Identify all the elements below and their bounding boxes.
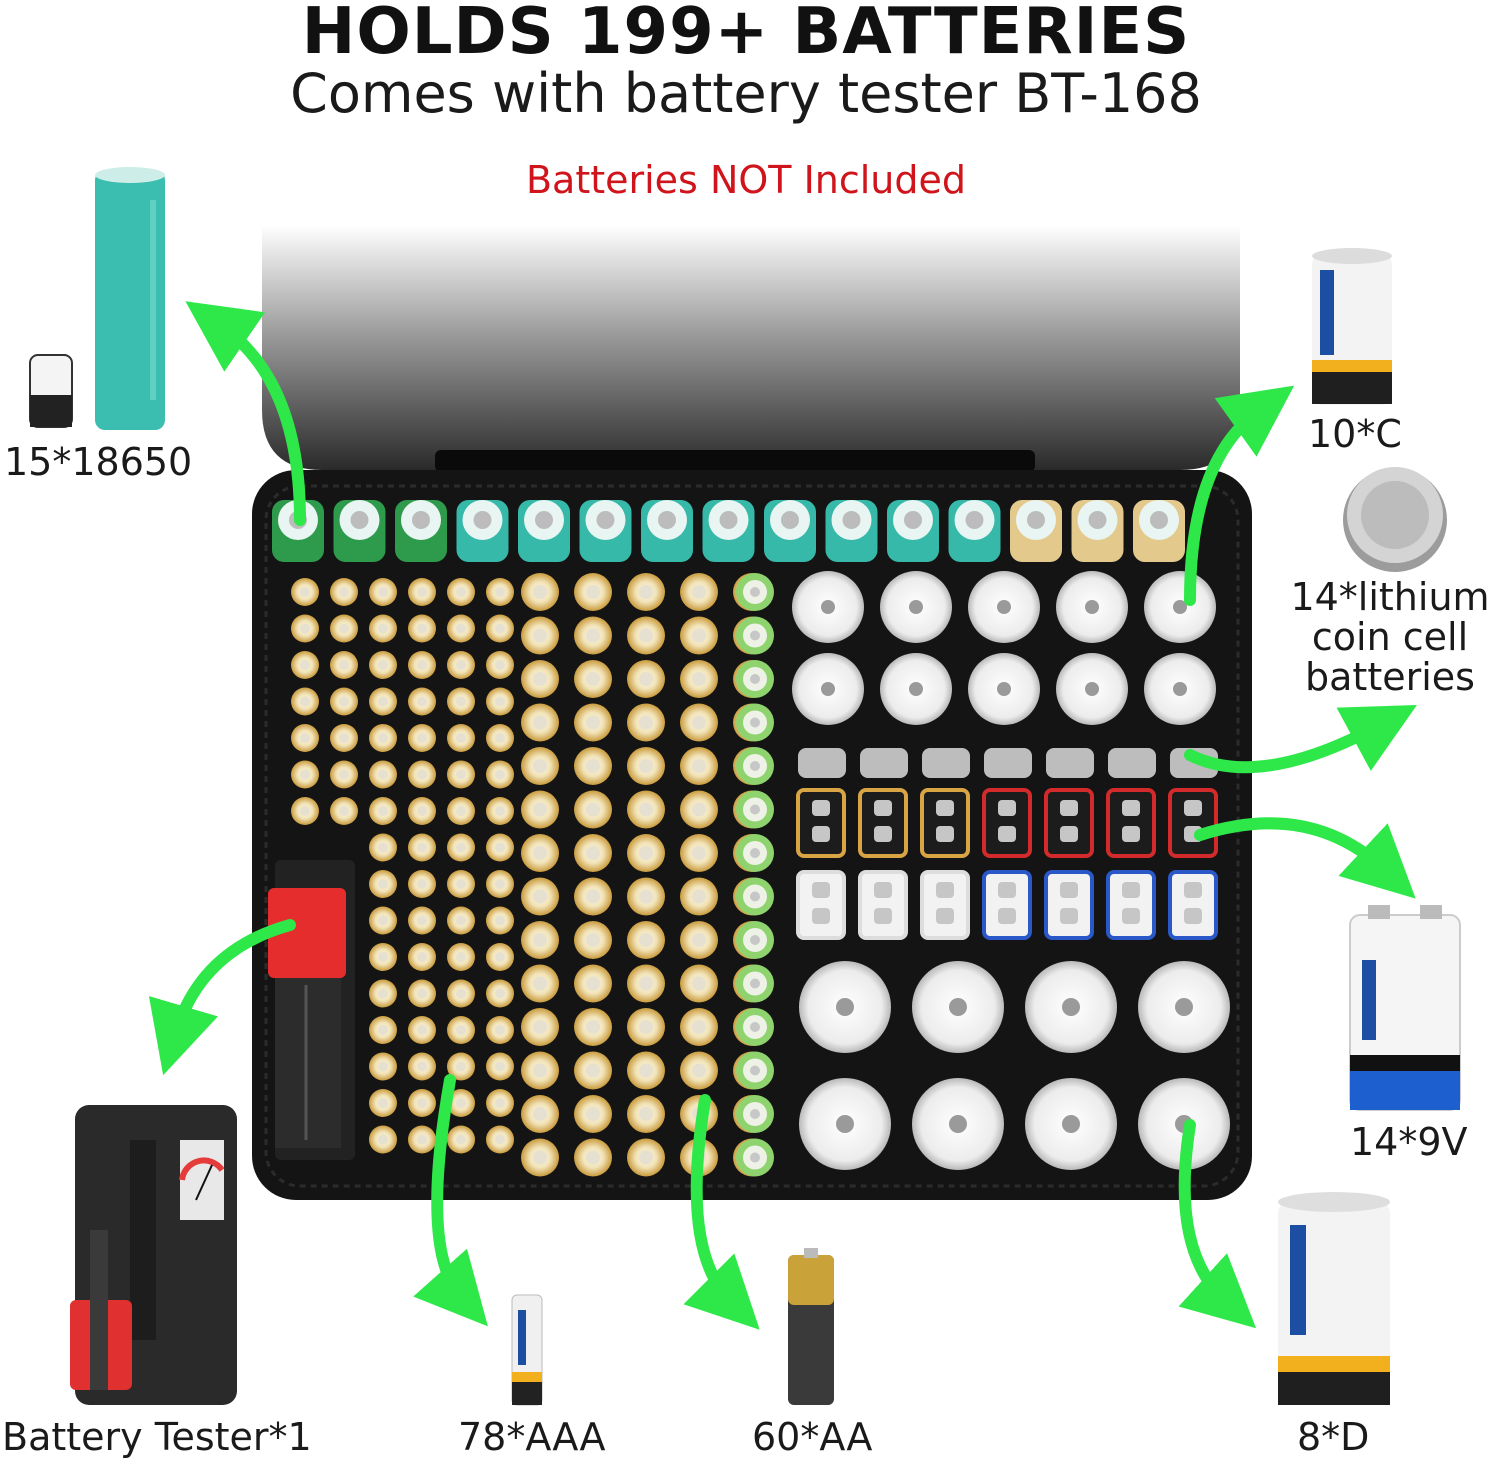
arrow-tester — [148, 919, 296, 1076]
cell-9v — [1106, 870, 1156, 940]
cell-9v — [920, 870, 970, 940]
product-d-cell-image — [1278, 1192, 1390, 1405]
label-d: 8*D — [1297, 1415, 1370, 1459]
cells-aaa-aa-grid — [291, 573, 774, 1177]
cell-9v — [1044, 870, 1094, 940]
case-zipper — [435, 450, 1035, 472]
label-coin-line1: 14*lithium — [1290, 575, 1490, 619]
cell-9v — [1106, 788, 1156, 858]
label-9v: 14*9V — [1350, 1120, 1468, 1164]
label-aa: 60*AA — [752, 1415, 873, 1459]
cell-9v — [920, 788, 970, 858]
arrow-aaa — [413, 1074, 488, 1327]
cell-9v — [1168, 788, 1218, 858]
arrow-9v — [1194, 817, 1416, 899]
cell-9v — [796, 788, 846, 858]
cell-9v — [858, 788, 908, 858]
cells-d-grid — [799, 961, 1230, 1170]
product-coin-cell-image — [1343, 467, 1447, 572]
cells-9v-grid — [796, 788, 1218, 940]
arrows — [148, 301, 1417, 1330]
product-c-cell-image — [1312, 248, 1392, 405]
cell-9v — [982, 870, 1032, 940]
product-tester-image — [70, 1105, 237, 1405]
arrow-d — [1178, 1119, 1257, 1329]
cell-9v — [858, 870, 908, 940]
arrow-c — [1184, 385, 1295, 606]
cell-9v — [796, 870, 846, 940]
cell-9v — [982, 788, 1032, 858]
arrow-coin — [1184, 705, 1417, 774]
coin-cell — [798, 748, 846, 778]
coin-cell — [1046, 748, 1094, 778]
label-aaa: 78*AAA — [458, 1415, 606, 1459]
batteries-not-included-notice: Batteries NOT Included — [525, 158, 967, 202]
label-c: 10*C — [1308, 412, 1402, 456]
headline: HOLDS 199+ BATTERIES — [301, 0, 1191, 69]
product-9v-image — [1349, 905, 1461, 1111]
product-18650-image — [29, 167, 165, 430]
arrow-aa — [683, 1094, 760, 1330]
label-coin-line2: coin cell — [1311, 615, 1469, 659]
label-18650: 15*18650 — [4, 440, 193, 484]
label-tester: Battery Tester*1 — [2, 1415, 312, 1459]
coin-cell — [984, 748, 1032, 778]
coin-cell — [922, 748, 970, 778]
product-aaa-image — [511, 1294, 543, 1406]
subheadline: Comes with battery tester BT-168 — [290, 62, 1202, 125]
cells-18650-row — [272, 500, 1185, 562]
cell-9v — [1168, 870, 1218, 940]
coin-cell — [1108, 748, 1156, 778]
coin-cell — [860, 748, 908, 778]
case-tester-holder — [268, 860, 355, 1160]
coin-cells-row — [798, 748, 1218, 778]
cells-c-grid — [792, 571, 1216, 725]
arrow-18650 — [185, 301, 306, 526]
label-coin-line3: batteries — [1305, 655, 1475, 699]
cell-9v — [1044, 788, 1094, 858]
product-aa-image — [788, 1248, 834, 1405]
case-lid — [262, 225, 1240, 470]
